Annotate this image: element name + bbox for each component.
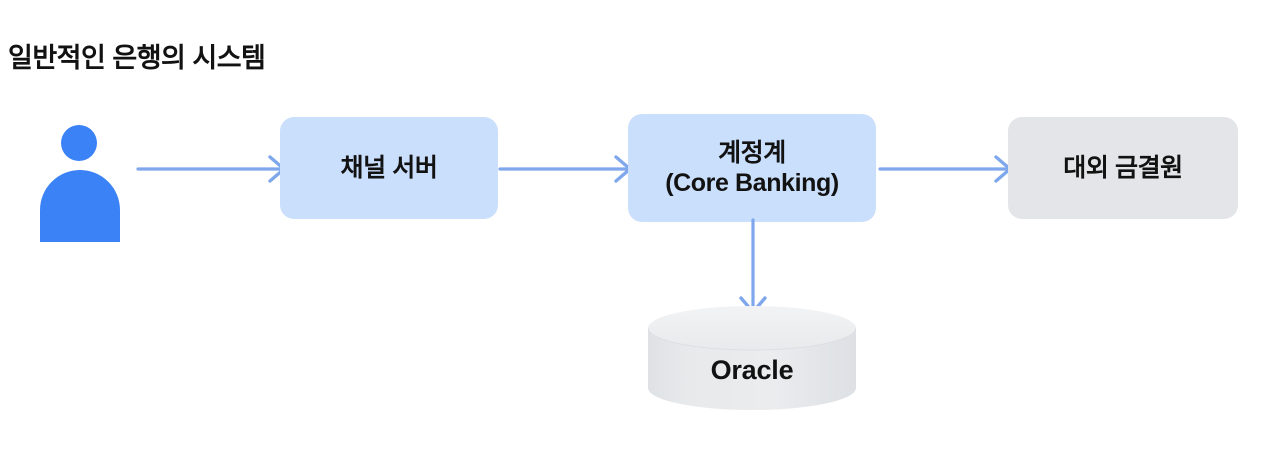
node-core-banking-label-line-2: (Core Banking): [665, 169, 839, 197]
node-core-banking-label-line-1: 계정계: [718, 138, 786, 167]
arrow-right-icon: [136, 155, 286, 183]
node-external-clearing-label: 대외 금결원: [1063, 153, 1183, 182]
person-body-shape: [40, 170, 120, 242]
node-core-banking-label: 계정계 (Core Banking): [665, 138, 839, 199]
arrow-channel-server-to-core-banking: [496, 152, 634, 186]
arrow-user-to-channel-server: [136, 152, 288, 186]
arrow-core-banking-to-external-clearing: [876, 152, 1014, 186]
node-channel-server[interactable]: 채널 서버: [280, 117, 498, 219]
person-icon: [36, 118, 126, 242]
arrow-down-icon: [739, 218, 767, 314]
node-external-clearing[interactable]: 대외 금결원: [1008, 117, 1238, 219]
node-core-banking[interactable]: 계정계 (Core Banking): [628, 114, 876, 222]
database-cylinder-icon: [648, 306, 856, 410]
node-channel-server-label: 채널 서버: [340, 153, 438, 182]
arrow-right-icon: [878, 155, 1012, 183]
node-oracle-db[interactable]: Oracle: [648, 306, 856, 410]
page-title: 일반적인 은행의 시스템: [8, 43, 266, 73]
node-oracle-db-label: Oracle: [710, 354, 794, 385]
person-head-shape: [61, 125, 97, 161]
arrow-core-banking-to-oracle-db: [734, 218, 772, 316]
arrow-right-icon: [498, 155, 632, 183]
